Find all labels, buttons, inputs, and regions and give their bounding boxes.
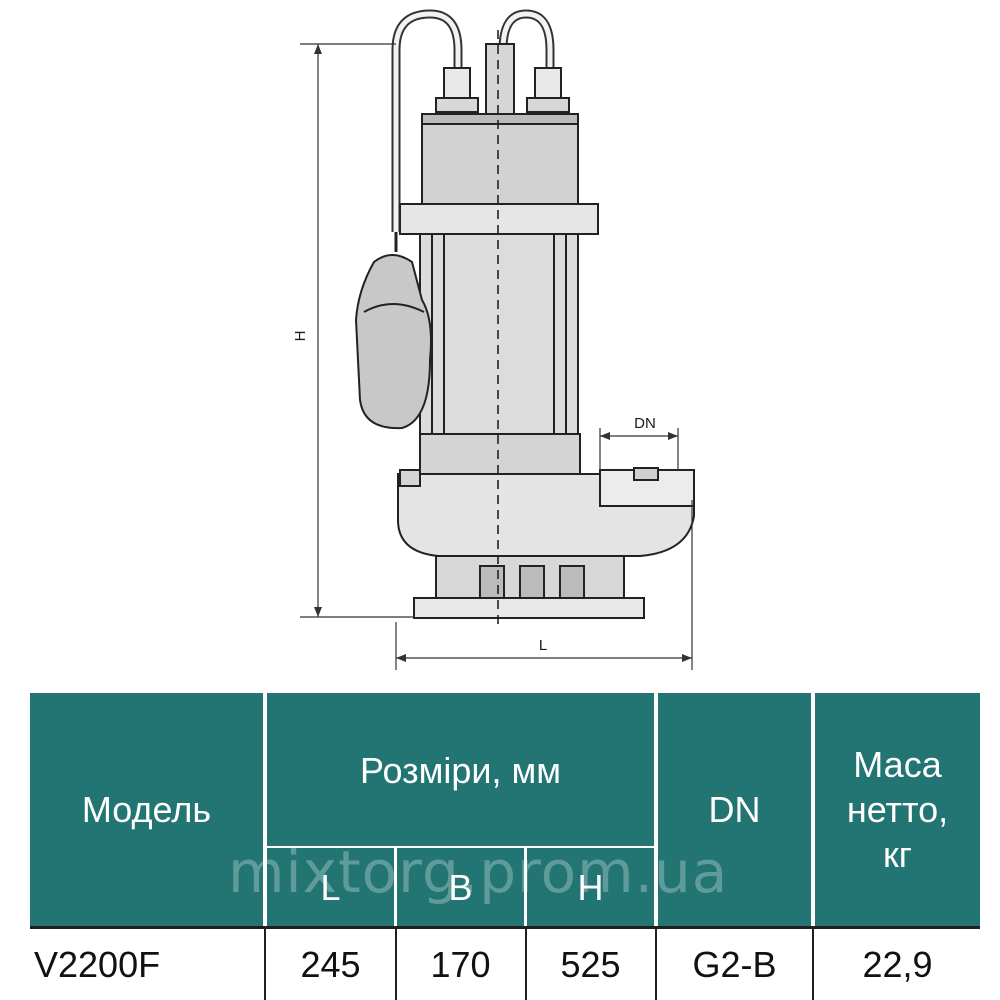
row-weight: 22,9 (815, 930, 980, 1000)
height-label: H (292, 331, 309, 342)
spec-table: Модель Розміри, мм L B H DN Маса нетто, … (30, 693, 980, 1000)
header-dim-H: H (527, 848, 654, 926)
header-dim-B: B (397, 848, 524, 926)
float-switch (354, 254, 432, 430)
row-L: 245 (267, 930, 394, 1000)
handle-post (485, 43, 515, 117)
header-dim-L: L (267, 848, 394, 926)
upper-flange (399, 203, 599, 235)
row-model: V2200F (30, 930, 263, 1000)
row-B: 170 (397, 930, 524, 1000)
motor-cap (421, 113, 579, 205)
header-model: Модель (30, 693, 263, 926)
row-divider (30, 926, 980, 929)
header-weight: Маса нетто, кг (815, 693, 980, 926)
row-H: 525 (527, 930, 654, 1000)
pump-drawing: H L DN (292, 9, 695, 670)
header-dn: DN (658, 693, 811, 926)
length-label: L (539, 637, 547, 654)
row-dn: G2-B (658, 930, 811, 1000)
header-dimensions: Розміри, мм (267, 693, 654, 848)
outlet-label: DN (634, 415, 656, 432)
